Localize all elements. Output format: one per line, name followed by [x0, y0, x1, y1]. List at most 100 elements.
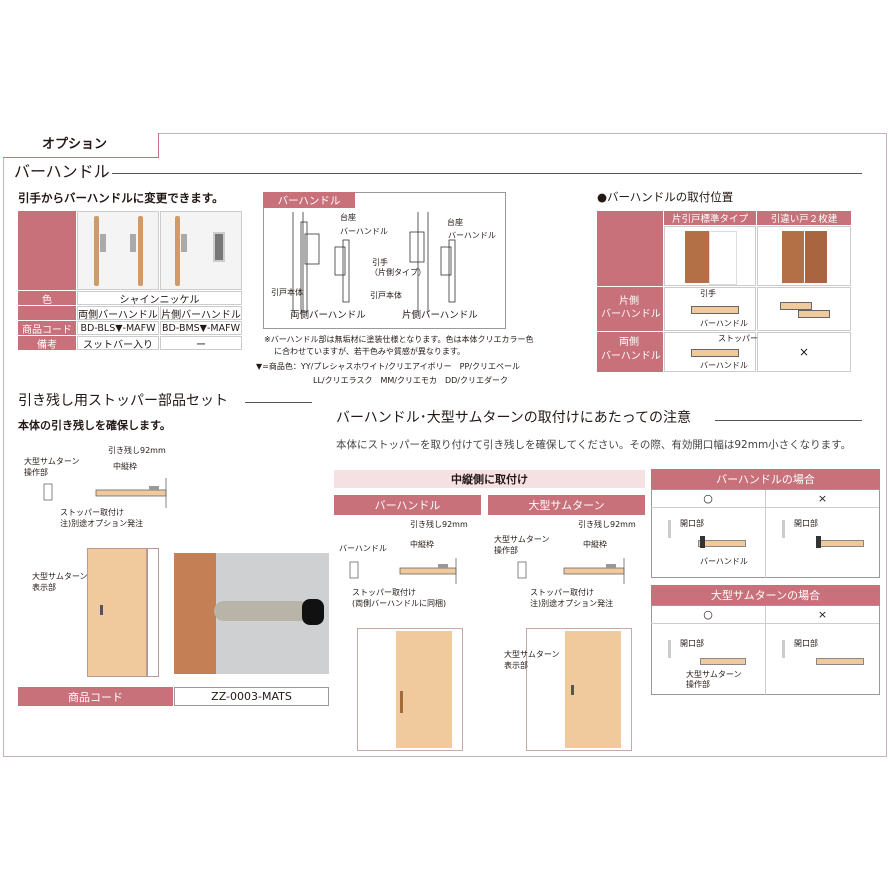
stp-separate: 注)別途オプション発注 — [60, 519, 144, 528]
bar-handle-title: バーハンドル — [14, 162, 110, 181]
door-left — [529, 631, 566, 748]
thumb-tab: 大型サムターン — [488, 495, 645, 515]
bar-case-opening-2: 開口部 — [794, 519, 818, 528]
door-plan — [780, 302, 812, 310]
cau-stopper-both: ストッパー取付け — [352, 588, 416, 597]
cell-single-std — [664, 287, 756, 331]
thumb-case-ng: × — [765, 606, 879, 624]
bar-case-opening-1: 開口部 — [680, 519, 704, 528]
row-both-2: バーハンドル — [601, 351, 661, 362]
diagram-barhandle-1: バーハンドル — [340, 227, 388, 236]
bar-case-ok: ○ — [651, 490, 765, 508]
center-band: 中縦側に取付け — [334, 470, 645, 488]
page-frame — [3, 133, 887, 757]
bar-tab: バーハンドル — [334, 495, 481, 515]
thumb-case-op-1: 大型サムターン — [686, 670, 742, 679]
stopper-subtitle: 本体の引き残しを確保します。 — [18, 419, 171, 432]
cau-thumb-op-1: 大型サムターン — [494, 535, 550, 544]
caution-elev-thumb — [526, 628, 632, 751]
bar-case-plan-ng — [782, 520, 864, 554]
type-both: 両側バーハンドル — [77, 306, 159, 321]
diagram-dai-1: 台座 — [340, 213, 356, 222]
door-left — [360, 631, 397, 748]
stp-attach: ストッパー取付け — [60, 508, 124, 517]
diagram-hikite: 引手 — [372, 258, 388, 267]
thumb-case-opening-2: 開口部 — [794, 639, 818, 648]
diagram-hikido-1: 引戸本体 — [271, 288, 303, 297]
diagram-ryogawa-caption: 両側バーハンドル — [290, 310, 366, 321]
door-single-photo — [664, 226, 756, 286]
cell-both-double: × — [757, 332, 851, 372]
row-single-1: 片側 — [619, 296, 639, 307]
cau-thumb-disp-2: 表示部 — [504, 661, 528, 670]
note-label: 備考 — [18, 336, 76, 351]
lbl-hikite: 引手 — [700, 289, 716, 298]
cell-both-std — [664, 332, 756, 372]
caution-text: 本体にストッパーを取り付けて引き残しを確保してください。その際、有効開口幅は92… — [336, 439, 852, 451]
caution-plan-bar — [349, 558, 457, 584]
cau-barhandle: バーハンドル — [339, 544, 387, 553]
lbl-barhandle-2: バーハンドル — [700, 361, 748, 370]
stp-thumb-op-1: 大型サムターン — [24, 457, 80, 466]
stopper-title: 引き残し用ストッパー部品セット — [18, 393, 228, 409]
thumb-case-plan-ok — [668, 640, 748, 670]
stopper-code-label: 商品コード — [18, 687, 173, 706]
thumb-case-opening-1: 開口部 — [680, 639, 704, 648]
metal-plate — [130, 234, 136, 252]
thumb-indicator — [100, 605, 103, 615]
handle-plan — [700, 536, 705, 548]
stp-thumb-disp-1: 大型サムターン — [32, 572, 88, 581]
cau-separate: 注)別途オプション発注 — [530, 599, 614, 608]
stopper-photo — [174, 553, 329, 674]
cau-stopper-both2: (両側バーハンドルに同梱) — [352, 599, 447, 608]
cau-thumb-disp-1: 大型サムターン — [504, 650, 560, 659]
note-line-1: ※バーハンドル部は無垢材に塗装仕様となります。色は本体クリエカラー色 — [264, 335, 534, 344]
caution-plan-thumb — [517, 558, 625, 584]
door-plan — [691, 306, 739, 314]
caution-title-rule — [715, 420, 862, 421]
stp-frame: 中縦枠 — [113, 462, 137, 471]
diagram-katagawa-caption: 片側バーハンドル — [402, 310, 478, 321]
note-line-2: に合わせていますが、若干色みや質感が異なります。 — [274, 347, 466, 356]
lbl-barhandle-1: バーハンドル — [700, 319, 748, 328]
caution-title: バーハンドル･大型サムターンの取付けにあたっての注意 — [336, 410, 692, 426]
bar-handle-subtitle: 引手からバーハンドルに変更できます。 — [18, 191, 224, 205]
bar-case-barhandle: バーハンドル — [700, 557, 748, 566]
note-line-4: LL/クリエラスク MM/クリエモカ DD/クリエダーク — [313, 376, 508, 385]
stopper-title-rule — [245, 402, 312, 403]
thumb-case-ok: ○ — [651, 606, 765, 624]
door-plan — [816, 658, 864, 665]
diagram-barhandle-2: バーハンドル — [448, 231, 496, 240]
door-plan — [691, 349, 739, 357]
door-plan — [798, 310, 830, 318]
bar-handle-diagram — [263, 192, 506, 329]
photo-stopper-bar — [214, 601, 310, 621]
photo-stopper-cap — [302, 599, 324, 625]
note-both: スットバー入り — [77, 336, 159, 351]
wood-handle — [175, 216, 180, 286]
wood-handle-left — [94, 216, 99, 286]
code-both: BD-BLS▼-MAFW — [77, 321, 159, 335]
type-single: 片側バーハンドル — [160, 306, 242, 321]
door-right — [396, 631, 452, 748]
stopper-frame-right — [147, 548, 159, 677]
door-right — [565, 631, 621, 748]
bar-case-ng: × — [765, 490, 879, 508]
type-label — [18, 306, 76, 320]
cell-single-double — [757, 287, 851, 331]
stp-92: 引き残し92mm — [108, 446, 166, 455]
bar-handle-mark — [400, 691, 403, 713]
jamb — [782, 520, 785, 538]
option-tab — [3, 133, 159, 158]
row-single-2: バーハンドル — [601, 309, 661, 320]
cau-92-b: 引き残し92mm — [578, 520, 636, 529]
metal-plate — [100, 234, 106, 252]
door-double-photo — [757, 226, 851, 286]
stopper-code-value: ZZ-0003-MATS — [174, 687, 329, 706]
lbl-stopper: ストッパー — [718, 334, 758, 343]
handle-plan — [816, 536, 821, 548]
bar-handle-title-rule — [112, 173, 862, 174]
wood-handle-right — [138, 216, 143, 286]
diagram-dai-2: 台座 — [447, 218, 463, 227]
thumb-mark — [571, 685, 574, 695]
